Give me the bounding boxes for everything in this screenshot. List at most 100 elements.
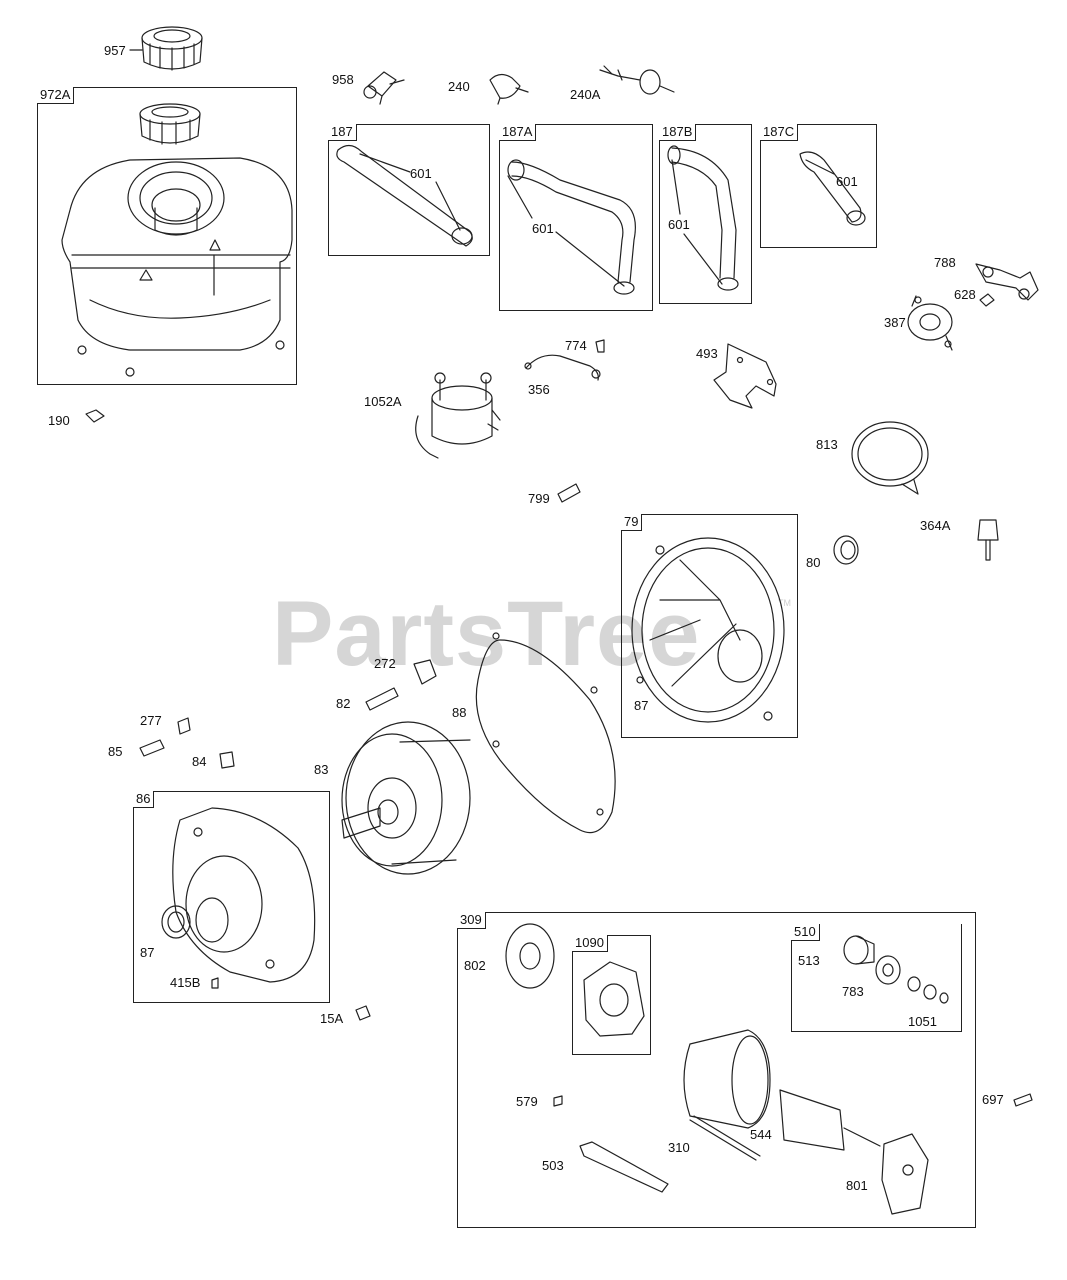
callout-774[interactable]: 774 — [565, 338, 587, 353]
part-190[interactable] — [85, 409, 105, 423]
part-82[interactable] — [365, 687, 399, 711]
part-783[interactable] — [875, 955, 901, 985]
part-240A[interactable] — [599, 65, 675, 95]
part-80-seal[interactable] — [833, 535, 859, 565]
callout-544[interactable]: 544 — [750, 1127, 772, 1142]
callout-513[interactable]: 513 — [798, 953, 820, 968]
part-1052A-solenoid[interactable] — [415, 372, 501, 459]
part-84[interactable] — [219, 751, 235, 769]
callout-80[interactable]: 80 — [806, 555, 821, 570]
part-364A[interactable] — [977, 519, 999, 561]
callout-15A[interactable]: 15A — [320, 1011, 344, 1026]
part-356-wire[interactable] — [524, 354, 601, 381]
callout-272[interactable]: 272 — [374, 656, 396, 671]
part-801[interactable] — [881, 1133, 929, 1215]
part-799[interactable] — [557, 483, 581, 503]
callout-601-187C[interactable]: 601 — [836, 174, 858, 189]
part-15A[interactable] — [355, 1005, 371, 1021]
callout-310[interactable]: 310 — [668, 1140, 690, 1155]
frame-187A — [499, 124, 653, 311]
part-310[interactable] — [689, 1115, 761, 1161]
part-240[interactable] — [489, 73, 529, 105]
callout-364A[interactable]: 364A — [920, 518, 951, 533]
part-387[interactable] — [907, 295, 953, 351]
callout-628[interactable]: 628 — [954, 287, 976, 302]
callout-813[interactable]: 813 — [816, 437, 838, 452]
box-label-187C[interactable]: 187C — [760, 124, 799, 141]
part-957-fuel-cap[interactable] — [141, 26, 203, 71]
part-788[interactable] — [975, 263, 1039, 301]
box-label-309[interactable]: 309 — [457, 912, 486, 929]
part-79-cover[interactable] — [631, 537, 785, 723]
callout-799[interactable]: 799 — [528, 491, 550, 506]
callout-1052A[interactable]: 1052A — [364, 394, 402, 409]
callout-579[interactable]: 579 — [516, 1094, 538, 1109]
callout-240[interactable]: 240 — [448, 79, 470, 94]
part-187A-hose[interactable] — [507, 159, 636, 295]
part-1051[interactable] — [907, 976, 949, 1004]
box-label-510[interactable]: 510 — [791, 924, 820, 941]
part-513[interactable] — [843, 935, 875, 965]
box-label-972A[interactable]: 972A — [37, 87, 75, 104]
callout-601-187A[interactable]: 601 — [532, 221, 554, 236]
part-83-rotor[interactable] — [341, 721, 471, 875]
callout-1051[interactable]: 1051 — [908, 1014, 937, 1029]
callout-783[interactable]: 783 — [842, 984, 864, 999]
box-label-79[interactable]: 79 — [621, 514, 643, 531]
part-628[interactable] — [979, 293, 995, 307]
frame-79 — [621, 514, 798, 738]
box-label-86[interactable]: 86 — [133, 791, 155, 808]
callout-788[interactable]: 788 — [934, 255, 956, 270]
part-579[interactable] — [553, 1095, 563, 1107]
callout-277[interactable]: 277 — [140, 713, 162, 728]
callout-493[interactable]: 493 — [696, 346, 718, 361]
part-813-clamp[interactable] — [851, 421, 929, 495]
part-187-hose[interactable] — [336, 144, 473, 247]
callout-82[interactable]: 82 — [336, 696, 351, 711]
callout-87-housing[interactable]: 87 — [140, 945, 155, 960]
frame-510 — [791, 924, 962, 1032]
callout-356[interactable]: 356 — [528, 382, 550, 397]
part-972A-fuel-tank[interactable] — [61, 103, 293, 377]
callout-601-187B[interactable]: 601 — [668, 217, 690, 232]
callout-83[interactable]: 83 — [314, 762, 329, 777]
box-label-1090[interactable]: 1090 — [572, 935, 608, 952]
part-697[interactable] — [1013, 1093, 1033, 1107]
part-86-housing[interactable] — [161, 807, 316, 989]
part-503[interactable] — [579, 1141, 669, 1193]
callout-85[interactable]: 85 — [108, 744, 123, 759]
callout-958[interactable]: 958 — [332, 72, 354, 87]
part-544[interactable] — [683, 1029, 771, 1129]
part-802[interactable] — [505, 923, 555, 989]
callout-957[interactable]: 957 — [104, 43, 126, 58]
callout-387[interactable]: 387 — [884, 315, 906, 330]
part-88-gasket[interactable] — [475, 632, 616, 834]
callout-802[interactable]: 802 — [464, 958, 486, 973]
part-272[interactable] — [413, 659, 437, 685]
part-493-bracket[interactable] — [713, 343, 777, 409]
callout-503[interactable]: 503 — [542, 1158, 564, 1173]
callout-87-cover[interactable]: 87 — [634, 698, 649, 713]
box-label-187[interactable]: 187 — [328, 124, 357, 141]
callout-240A[interactable]: 240A — [570, 87, 601, 102]
frame-187C — [760, 124, 877, 248]
callout-190[interactable]: 190 — [48, 413, 70, 428]
part-1090[interactable] — [583, 961, 645, 1037]
callout-84[interactable]: 84 — [192, 754, 207, 769]
part-774[interactable] — [595, 339, 605, 353]
part-187B-hose[interactable] — [667, 145, 739, 291]
callout-601-187[interactable]: 601 — [410, 166, 432, 181]
part-187C-hose[interactable] — [799, 151, 866, 226]
box-label-187A[interactable]: 187A — [499, 124, 537, 141]
box-label-187B[interactable]: 187B — [659, 124, 697, 141]
callout-415B[interactable]: 415B — [170, 975, 201, 990]
part-armature[interactable] — [779, 1089, 881, 1151]
callout-88[interactable]: 88 — [452, 705, 467, 720]
callout-801[interactable]: 801 — [846, 1178, 868, 1193]
part-85[interactable] — [139, 739, 165, 757]
callout-697[interactable]: 697 — [982, 1092, 1004, 1107]
part-958[interactable] — [363, 71, 405, 105]
part-277[interactable] — [177, 717, 191, 735]
